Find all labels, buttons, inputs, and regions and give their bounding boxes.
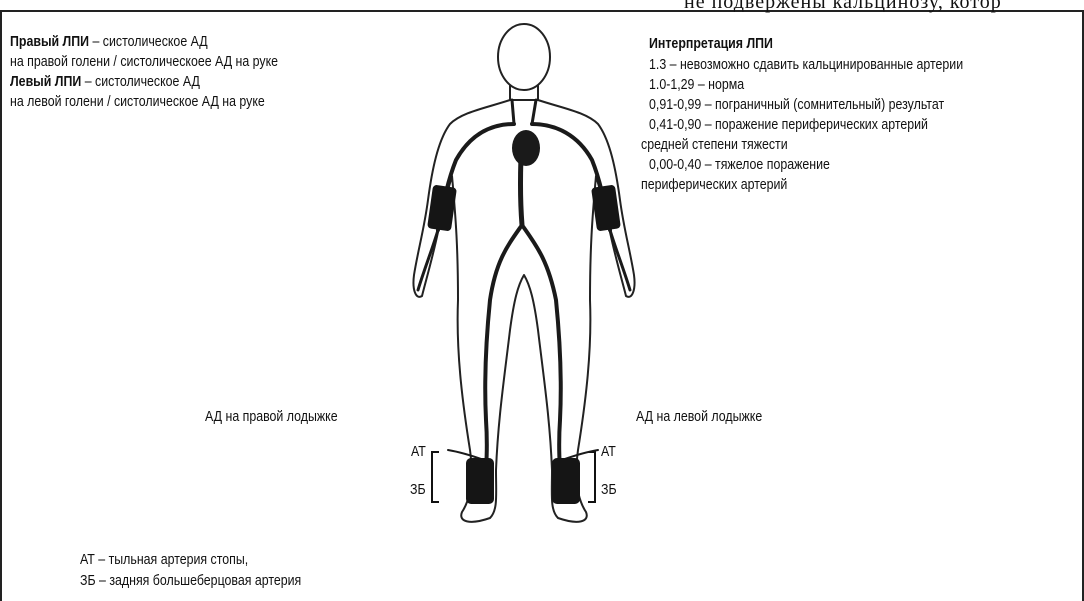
- body-outline: [413, 24, 634, 522]
- right-ankle-cuff: [466, 458, 494, 504]
- heart: [512, 130, 540, 166]
- left-ankle-cuff: [552, 458, 580, 504]
- head: [498, 24, 550, 90]
